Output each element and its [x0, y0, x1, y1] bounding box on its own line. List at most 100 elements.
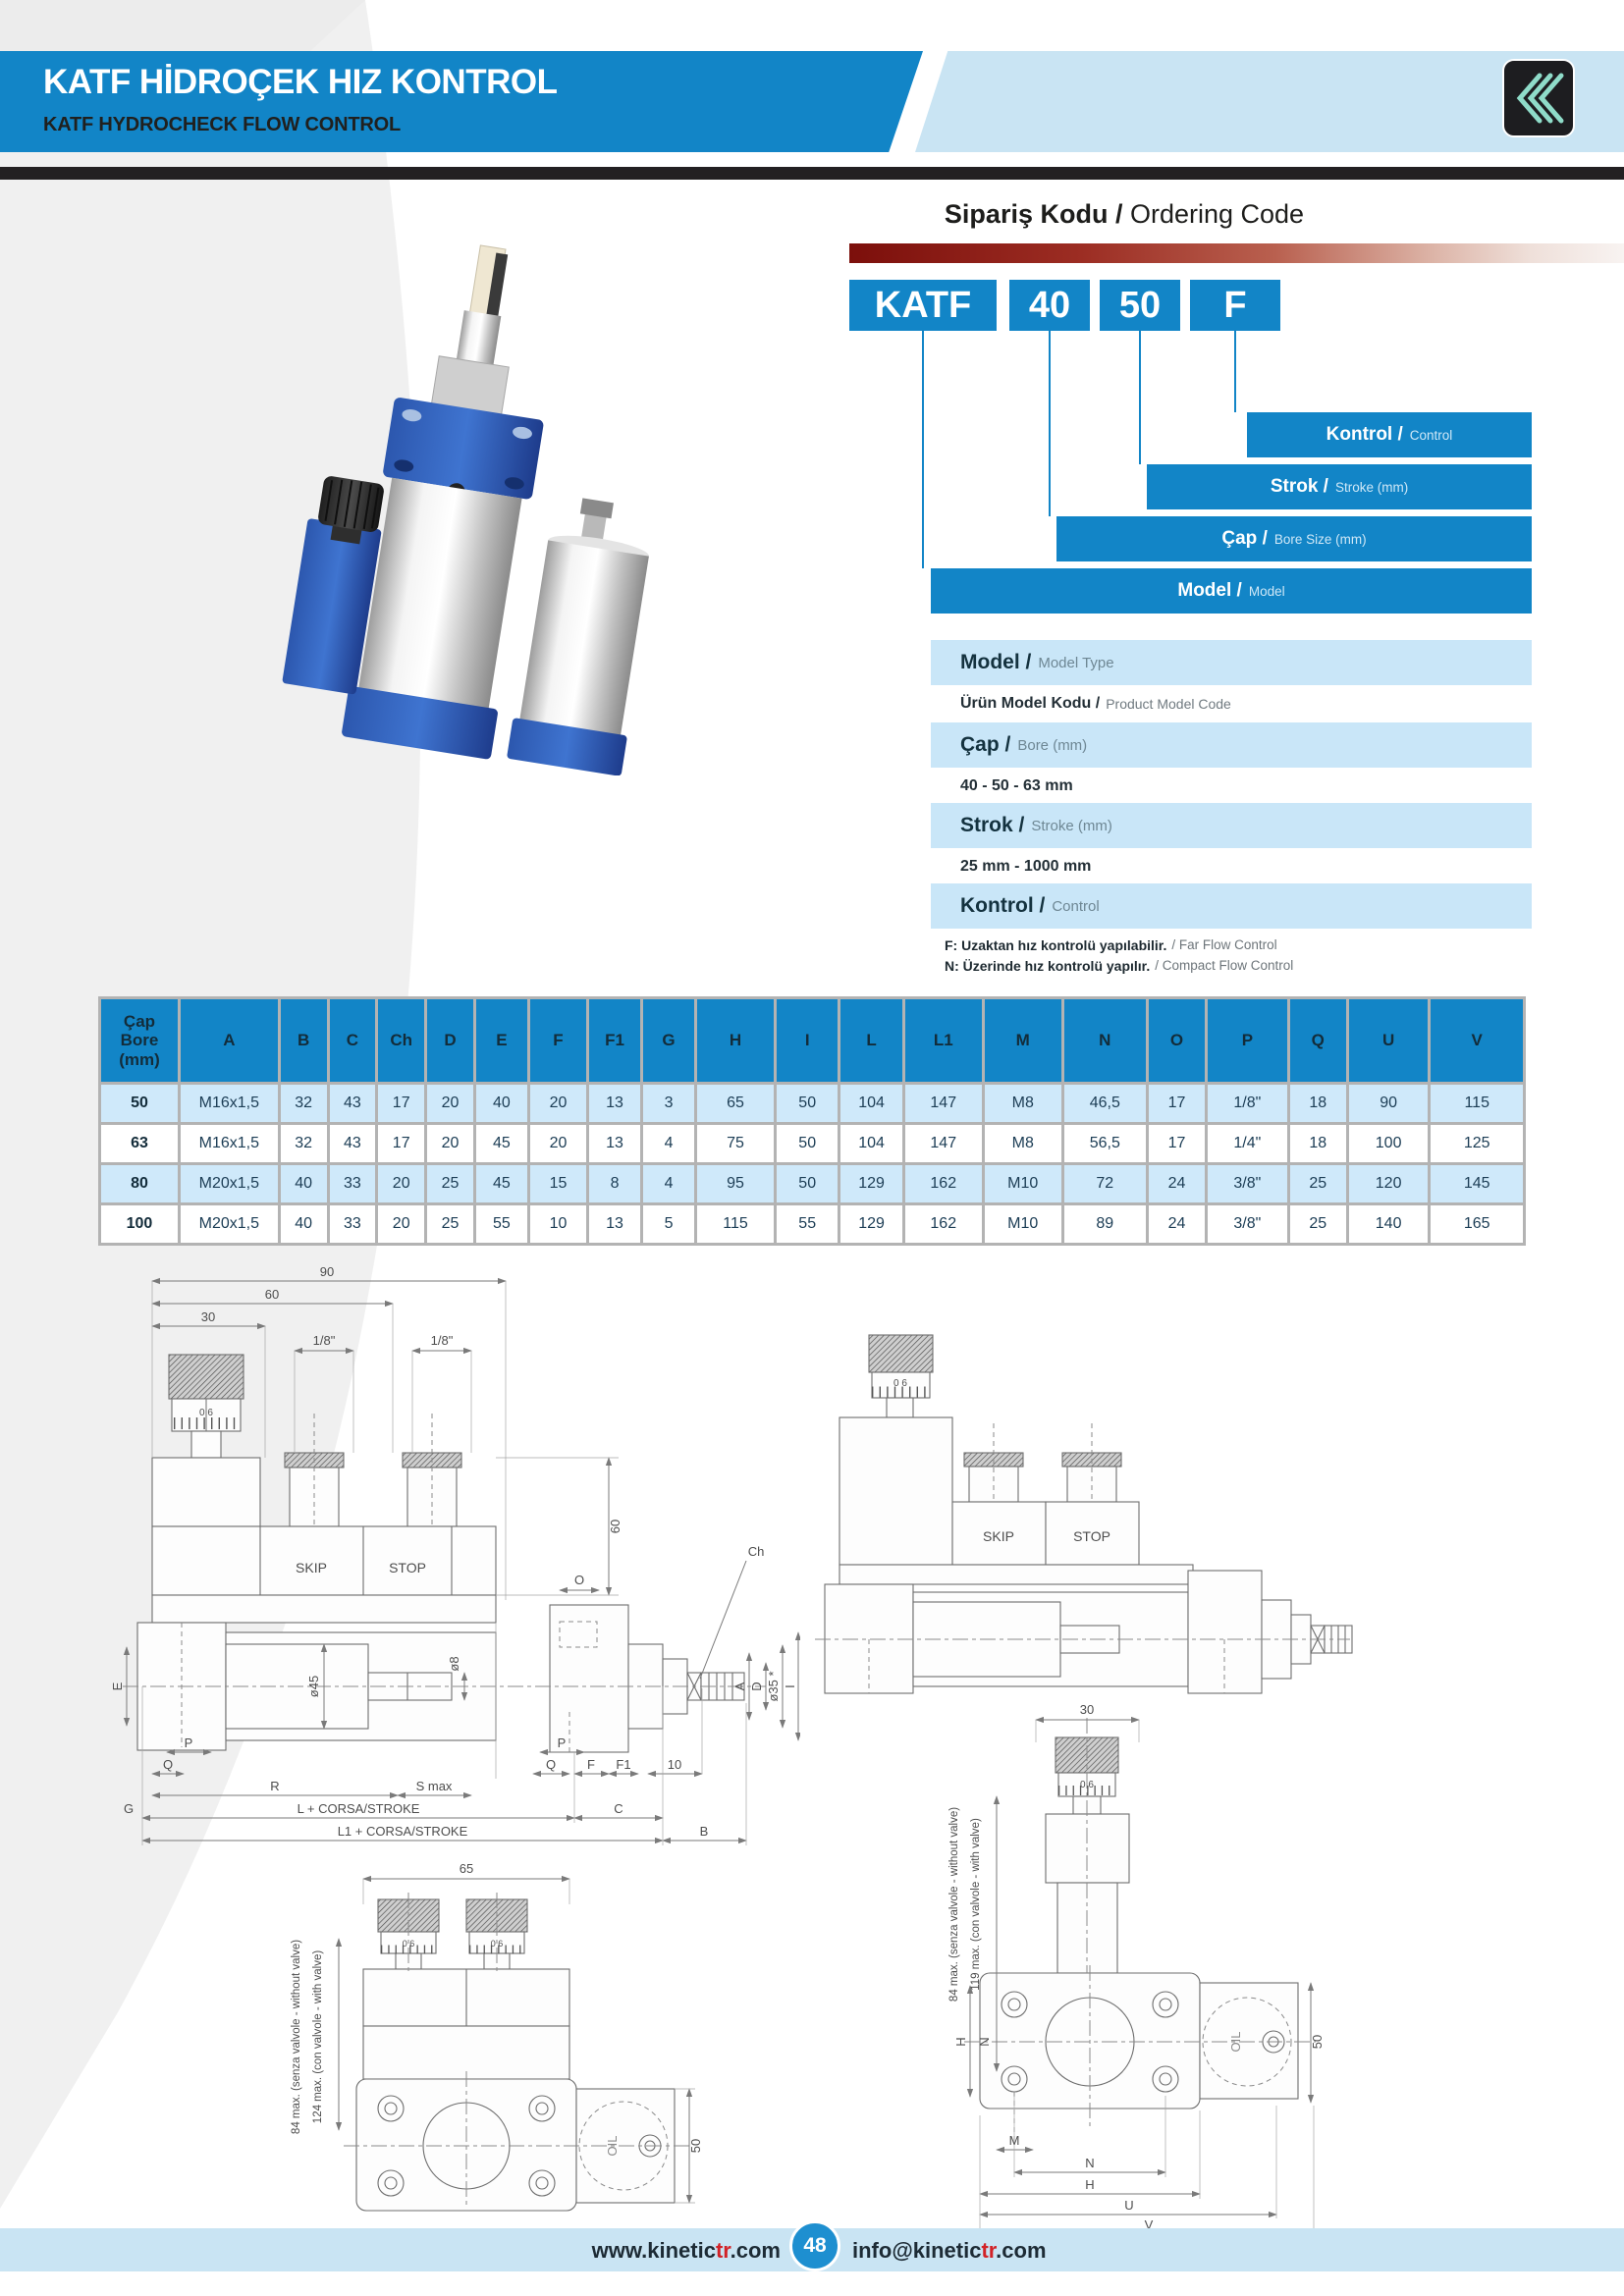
svg-text:0 6: 0 6 — [403, 1939, 415, 1949]
svg-text:H: H — [953, 2037, 968, 2046]
connector-line — [1049, 331, 1051, 516]
svg-text:G: G — [124, 1801, 134, 1816]
table-cell: 32 — [280, 1085, 327, 1122]
table-cell: 165 — [1431, 1205, 1523, 1243]
svg-text:D: D — [749, 1682, 764, 1690]
svg-text:SKIP: SKIP — [296, 1560, 327, 1575]
connector-line — [1234, 331, 1236, 412]
code-box-bore: 40 — [1009, 280, 1090, 331]
table-cell: 13 — [589, 1085, 641, 1122]
table-cell: 104 — [840, 1085, 902, 1122]
footer-email-link[interactable]: info@kinetictr.com — [852, 2238, 1206, 2264]
table-cell: 46,5 — [1063, 1085, 1146, 1122]
svg-text:Q: Q — [163, 1757, 173, 1772]
table-header-cell: N — [1063, 999, 1146, 1082]
table-cell: M8 — [984, 1085, 1061, 1122]
table-cell: 40 — [280, 1165, 327, 1202]
svg-text:ø45: ø45 — [306, 1676, 321, 1697]
table-cell: M20x1,5 — [180, 1165, 278, 1202]
table-header-cell: A — [180, 999, 278, 1082]
bar-label-tr: Model / — [1177, 580, 1242, 601]
table-header-cell: Çap Bore (mm) — [101, 999, 178, 1082]
table-cell: 90 — [1348, 1085, 1429, 1122]
note-tr: F: Uzaktan hız kontrolü yapılabilir. — [945, 936, 1167, 953]
svg-text:ø8: ø8 — [447, 1656, 461, 1671]
info-band-stroke: Strok / Stroke (mm) — [931, 803, 1532, 848]
info-band-control: Kontrol / Control — [931, 883, 1532, 929]
table-cell: 95 — [697, 1165, 774, 1202]
table-cell: 115 — [1431, 1085, 1523, 1122]
drawing-front-view-single-knob: 30 84 max. (senza valvole - without valv… — [948, 1702, 1325, 2228]
table-cell: 140 — [1348, 1205, 1429, 1243]
table-cell: 20 — [378, 1165, 425, 1202]
table-cell: 100 — [1348, 1125, 1429, 1162]
table-header-cell: E — [475, 999, 527, 1082]
note-tr: N: Üzerinde hız kontrolü yapılır. — [945, 957, 1151, 974]
table-cell: M10 — [984, 1165, 1061, 1202]
header-divider — [0, 167, 1624, 180]
table-cell: 3/8" — [1208, 1165, 1287, 1202]
table-header-cell: Q — [1289, 999, 1346, 1082]
svg-text:A: A — [732, 1682, 747, 1690]
note-compact-flow: N: Üzerinde hız kontrolü yapılır. / Comp… — [931, 955, 1579, 976]
table-cell: 17 — [1148, 1125, 1206, 1162]
table-header-cell: G — [643, 999, 695, 1082]
svg-text:STOP: STOP — [1073, 1528, 1110, 1544]
bar-label-tr: Kontrol / — [1326, 424, 1403, 445]
svg-text:F1: F1 — [616, 1757, 630, 1772]
table-cell: 20 — [529, 1125, 587, 1162]
footer-web-pre: www.kinetic — [591, 2238, 716, 2263]
svg-text:F: F — [587, 1757, 595, 1772]
table-cell: 55 — [777, 1205, 839, 1243]
table-cell: 10 — [529, 1205, 587, 1243]
table-cell: 25 — [427, 1205, 473, 1243]
table-header-cell: M — [984, 999, 1061, 1082]
svg-text:60: 60 — [265, 1287, 279, 1302]
page-number-badge: 48 — [789, 2220, 840, 2271]
svg-text:OIL: OIL — [605, 2136, 620, 2157]
table-header-cell: D — [427, 999, 473, 1082]
table-row-label: 63 — [101, 1125, 178, 1162]
header-gray-corner — [0, 0, 365, 51]
svg-text:E: E — [113, 1682, 125, 1690]
svg-text:OIL: OIL — [1228, 2032, 1243, 2053]
svg-text:U: U — [1124, 2198, 1133, 2213]
table-cell: 20 — [427, 1085, 473, 1122]
table-cell: 147 — [904, 1125, 982, 1162]
page-subtitle: KATF HYDROCHECK FLOW CONTROL — [43, 114, 401, 135]
table-cell: 33 — [329, 1205, 376, 1243]
table-cell: 13 — [589, 1125, 641, 1162]
band-label-tr: Kontrol / — [960, 894, 1046, 917]
svg-text:STOP: STOP — [389, 1560, 426, 1575]
svg-text:L + CORSA/STROKE: L + CORSA/STROKE — [298, 1801, 420, 1816]
ordering-title-en: Ordering Code — [1122, 199, 1305, 229]
row-label-en: Product Model Code — [1106, 696, 1231, 712]
table-cell: 17 — [378, 1085, 425, 1122]
table-cell: 17 — [1148, 1085, 1206, 1122]
table-cell: 125 — [1431, 1125, 1523, 1162]
info-band-model: Model / Model Type — [931, 640, 1532, 685]
table-cell: 1/4" — [1208, 1125, 1287, 1162]
band-label-en: Stroke (mm) — [1031, 817, 1112, 834]
svg-text:10: 10 — [668, 1757, 681, 1772]
table-header-cell: F1 — [589, 999, 641, 1082]
svg-text:I: I — [783, 1684, 797, 1688]
footer-website-link[interactable]: www.kinetictr.com — [461, 2238, 781, 2264]
legend-bar-bore: Çap / Bore Size (mm) — [1056, 516, 1532, 561]
svg-text:0 6: 0 6 — [199, 1408, 213, 1418]
svg-text:V: V — [1145, 2217, 1154, 2228]
drawing-side-view: SKIP STOP 0 6 — [815, 1334, 1353, 1694]
table-cell: 50 — [777, 1085, 839, 1122]
footer-mail-tr: tr — [981, 2238, 997, 2263]
band-label-tr: Çap / — [960, 733, 1011, 756]
legend-bar-stroke: Strok / Stroke (mm) — [1147, 464, 1532, 509]
band-label-en: Model Type — [1038, 654, 1114, 671]
table-row-label: 50 — [101, 1085, 178, 1122]
svg-text:B: B — [700, 1824, 709, 1839]
svg-text:119 max. (con valvole - with v: 119 max. (con valvole - with valve) — [970, 1818, 982, 1991]
table-header-cell: C — [329, 999, 376, 1082]
footer-web-tr: tr — [715, 2238, 731, 2263]
footer-web-post: .com — [730, 2238, 781, 2263]
